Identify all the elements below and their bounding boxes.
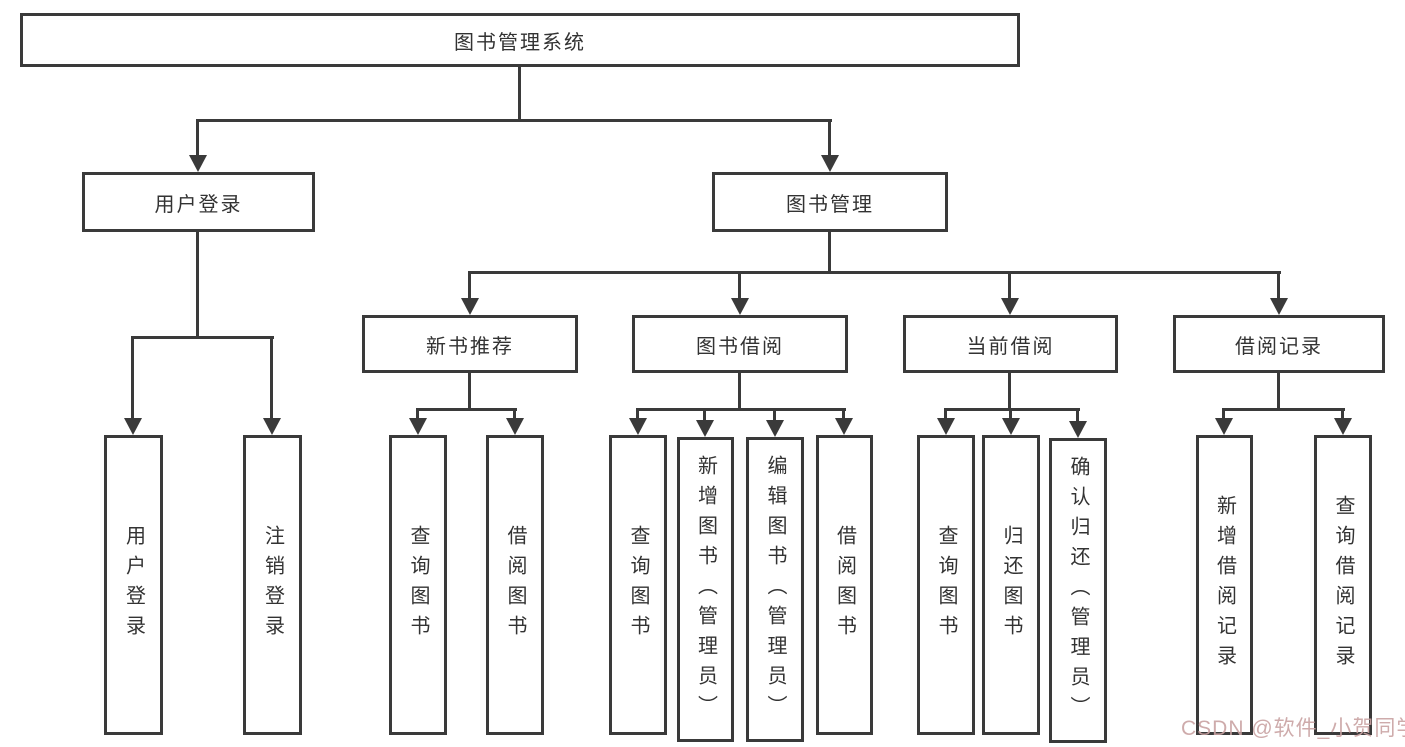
connector-drop-leaf-logout [270, 336, 273, 419]
connector-drop [1076, 408, 1079, 422]
arrow-down-icon [1001, 298, 1019, 315]
connector-drop [773, 408, 776, 421]
arrow-down-icon [1215, 418, 1233, 435]
leaf-cb-confirm-return-admin: 确认归还（管理员） [1049, 438, 1107, 743]
arrow-down-icon [1069, 421, 1087, 438]
arrow-down-icon [506, 418, 524, 435]
connector-root-stem [518, 67, 521, 119]
node-current-borrow: 当前借阅 [903, 315, 1118, 373]
arrow-down-icon [1002, 418, 1020, 435]
connector-drop [944, 408, 947, 419]
arrow-down-icon [835, 418, 853, 435]
leaf-rec-query-books: 查询图书 [389, 435, 447, 735]
node-root-label: 图书管理系统 [454, 31, 586, 54]
node-new-book-rec-label: 新书推荐 [426, 335, 514, 358]
connector-drop [842, 408, 845, 419]
connector-user-login-rail [131, 336, 274, 339]
leaf-bb-edit-books-admin-label: 编辑图书（管理员） [764, 454, 786, 725]
connector-drop [703, 408, 706, 421]
connector-drop-current-borrow [1008, 271, 1011, 299]
leaf-rec-query-books-label: 查询图书 [407, 525, 429, 645]
arrow-down-icon [696, 420, 714, 437]
connector-drop-leaf-login [131, 336, 134, 419]
arrow-down-icon [766, 420, 784, 437]
leaf-user-login: 用户登录 [104, 435, 163, 735]
arrow-down-icon [731, 298, 749, 315]
leaf-bb-add-books-admin-label: 新增图书（管理员） [694, 454, 717, 725]
leaf-bb-query-books-label: 查询图书 [627, 525, 649, 645]
connector-drop-book-mgmt [828, 119, 831, 156]
leaf-bb-borrow-books: 借阅图书 [816, 435, 873, 735]
connector-borrow-records-stem [1277, 373, 1280, 408]
csdn-watermark: CSDN @软件_小贺同学 [1181, 717, 1405, 740]
node-book-borrow-label: 图书借阅 [696, 335, 784, 358]
arrow-down-icon [1334, 418, 1352, 435]
node-borrow-records: 借阅记录 [1173, 315, 1385, 373]
leaf-br-add-record: 新增借阅记录 [1196, 435, 1253, 735]
node-user-login: 用户登录 [82, 172, 315, 232]
connector-drop-borrow-records [1277, 271, 1280, 299]
node-borrow-records-label: 借阅记录 [1235, 335, 1323, 358]
arrow-down-icon [263, 418, 281, 435]
connector-drop-new-book-rec [468, 271, 471, 299]
connector-current-borrow-rail [944, 408, 1080, 411]
node-new-book-rec: 新书推荐 [362, 315, 578, 373]
connector-drop-user-login [196, 119, 199, 156]
leaf-cb-return-books-label: 归还图书 [1000, 525, 1022, 645]
arrow-down-icon [821, 155, 839, 172]
node-book-mgmt-label: 图书管理 [786, 193, 874, 216]
connector-drop [416, 408, 419, 419]
node-root-system: 图书管理系统 [20, 13, 1020, 67]
arrow-down-icon [937, 418, 955, 435]
connector-root-rail [197, 119, 832, 122]
connector-drop-book-borrow [738, 271, 741, 299]
connector-book-borrow-stem [738, 373, 741, 408]
leaf-br-query-record: 查询借阅记录 [1314, 435, 1372, 735]
leaf-cb-query-books: 查询图书 [917, 435, 975, 735]
connector-current-borrow-stem [1008, 373, 1011, 408]
arrow-down-icon [409, 418, 427, 435]
leaf-rec-borrow-books: 借阅图书 [486, 435, 544, 735]
node-book-mgmt: 图书管理 [712, 172, 948, 232]
connector-drop [636, 408, 639, 419]
connector-borrow-records-rail [1222, 408, 1345, 411]
leaf-bb-add-books-admin: 新增图书（管理员） [677, 437, 734, 742]
arrow-down-icon [189, 155, 207, 172]
leaf-user-login-label: 用户登录 [122, 525, 145, 645]
connector-drop [1009, 408, 1012, 419]
connector-drop [1341, 408, 1344, 419]
connector-drop [1222, 408, 1225, 419]
leaf-bb-borrow-books-label: 借阅图书 [833, 525, 856, 645]
leaf-bb-query-books: 查询图书 [609, 435, 667, 735]
connector-book-borrow-rail [636, 408, 846, 411]
leaf-cb-confirm-return-admin-label: 确认归还（管理员） [1067, 455, 1089, 726]
leaf-br-add-record-label: 新增借阅记录 [1213, 495, 1236, 675]
arrow-down-icon [461, 298, 479, 315]
arrow-down-icon [1270, 298, 1288, 315]
connector-drop [513, 408, 516, 419]
arrow-down-icon [629, 418, 647, 435]
arrow-down-icon [124, 418, 142, 435]
leaf-logout-label: 注销登录 [261, 525, 284, 645]
leaf-rec-borrow-books-label: 借阅图书 [504, 525, 526, 645]
connector-book-mgmt-rail [468, 271, 1281, 274]
node-current-borrow-label: 当前借阅 [966, 335, 1055, 358]
leaf-bb-edit-books-admin: 编辑图书（管理员） [746, 437, 804, 742]
node-user-login-label: 用户登录 [154, 193, 243, 216]
node-book-borrow: 图书借阅 [632, 315, 848, 373]
connector-new-book-rec-rail [416, 408, 517, 411]
leaf-logout: 注销登录 [243, 435, 302, 735]
leaf-br-query-record-label: 查询借阅记录 [1332, 495, 1354, 675]
connector-new-book-rec-stem [468, 373, 471, 408]
leaf-cb-return-books: 归还图书 [982, 435, 1040, 735]
connector-book-mgmt-stem [828, 232, 831, 271]
leaf-cb-query-books-label: 查询图书 [935, 525, 957, 645]
connector-user-login-stem [196, 232, 199, 336]
